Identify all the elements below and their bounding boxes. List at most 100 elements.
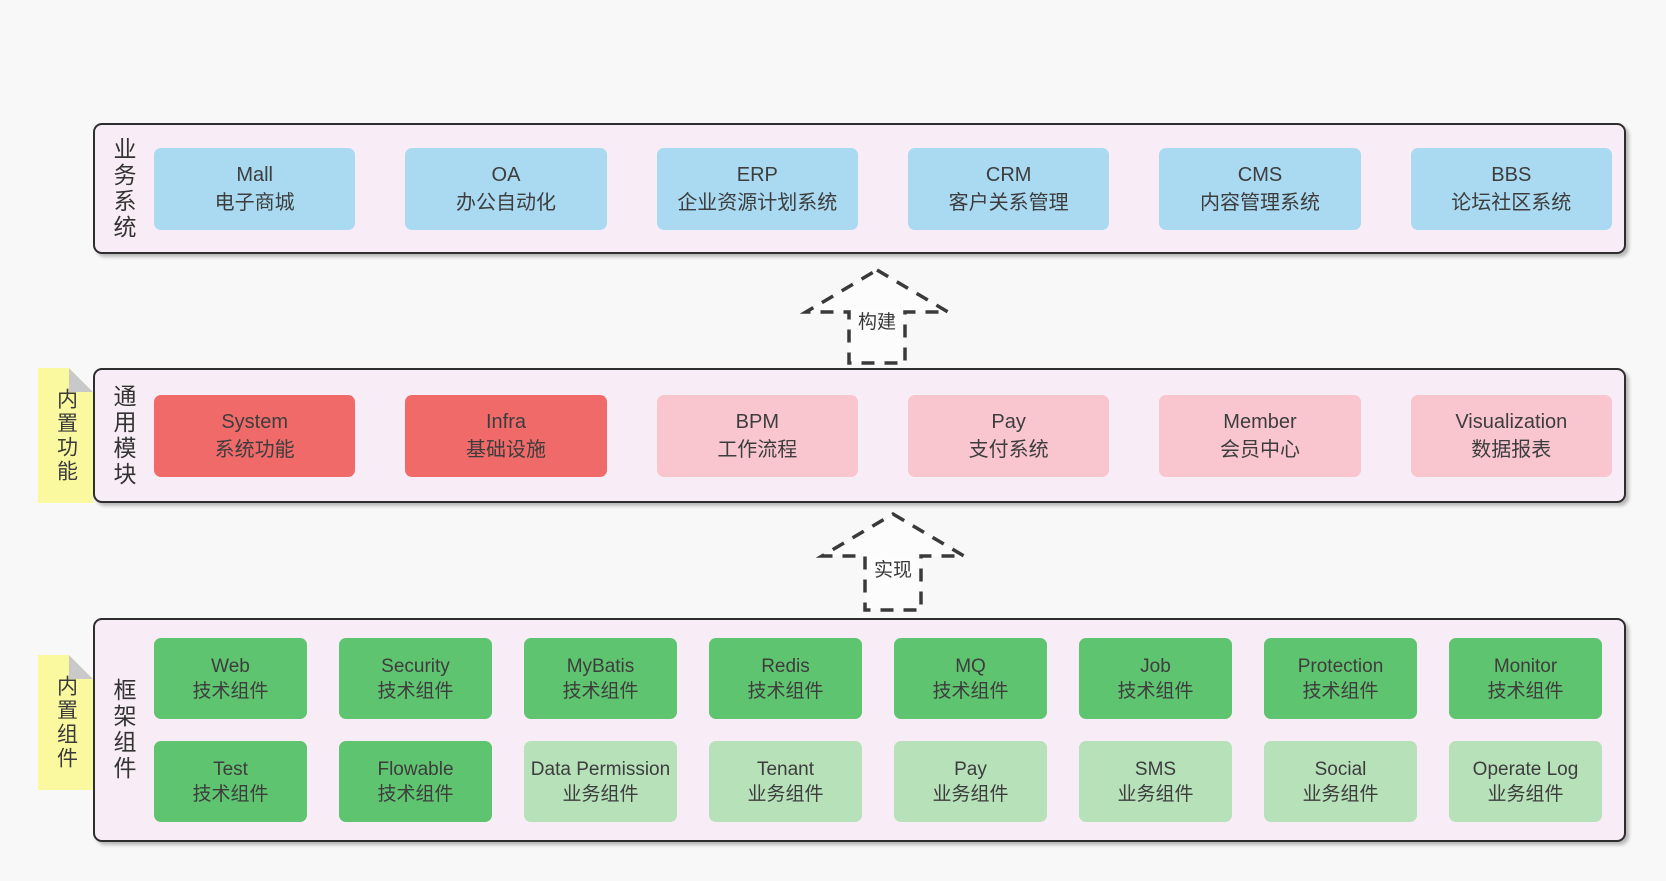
modules-box-row: System 系统功能 Infra 基础设施 BPM 工作流程 Pay 支付系统…: [154, 394, 1612, 477]
component-box: Pay 业务组件: [894, 741, 1047, 822]
component-box: Tenant 业务组件: [709, 741, 862, 822]
component-box: Security 技术组件: [339, 638, 492, 719]
implement-arrow-label: 实现: [870, 555, 916, 582]
box-subtitle: 技术组件: [562, 680, 639, 702]
box-title: Redis: [761, 655, 810, 677]
box-title: MQ: [955, 655, 986, 677]
band-business-systems: 业务系统 Mall 电子商城 OA 办公自动化 ERP 企业资源计划系统 CRM…: [93, 123, 1626, 254]
box-subtitle: 企业资源计划系统: [677, 191, 838, 214]
box-subtitle: 业务组件: [562, 783, 639, 805]
box-subtitle: 技术组件: [192, 680, 269, 702]
component-box: SMS 业务组件: [1079, 741, 1232, 822]
box-subtitle: 技术组件: [377, 680, 454, 702]
component-box: Test 技术组件: [154, 741, 307, 822]
box-title: Protection: [1297, 655, 1384, 677]
box-title: Member: [1223, 410, 1297, 433]
component-box: Social 业务组件: [1264, 741, 1417, 822]
module-box: Member 会员中心: [1159, 394, 1361, 477]
box-subtitle: 论坛社区系统: [1451, 191, 1572, 214]
box-subtitle: 业务组件: [747, 783, 824, 805]
build-arrow-label: 构建: [854, 307, 900, 334]
box-subtitle: 工作流程: [717, 438, 798, 461]
business-system-box: ERP 企业资源计划系统: [656, 147, 858, 230]
box-title: Web: [211, 655, 250, 677]
box-title: CRM: [985, 163, 1032, 186]
module-box: Visualization 数据报表: [1410, 394, 1612, 477]
box-title: Security: [381, 655, 450, 677]
box-subtitle: 业务组件: [1117, 783, 1194, 805]
box-subtitle: 技术组件: [1302, 680, 1379, 702]
box-title: BBS: [1491, 163, 1532, 186]
box-title: Operate Log: [1472, 758, 1579, 780]
implement-arrow: 实现: [813, 506, 973, 614]
build-arrow: 构建: [797, 263, 957, 368]
box-title: SMS: [1134, 758, 1177, 780]
box-subtitle: 客户关系管理: [948, 191, 1069, 214]
box-title: System: [221, 410, 288, 433]
box-title: Mall: [236, 163, 273, 186]
box-title: ERP: [736, 163, 778, 186]
business-rows: Mall 电子商城 OA 办公自动化 ERP 企业资源计划系统 CRM 客户关系…: [154, 125, 1612, 252]
builtin-features-tag-label: 内置功能: [54, 387, 78, 484]
box-title: Test: [213, 758, 248, 780]
band-common-modules: 通用模块 System 系统功能 Infra 基础设施 BPM 工作流程 Pay…: [93, 368, 1626, 503]
components-rows: Web 技术组件 Security 技术组件 MyBatis 技术组件 Redi…: [154, 620, 1612, 840]
business-system-box: BBS 论坛社区系统: [1410, 147, 1612, 230]
folded-corner-icon: [69, 368, 93, 392]
business-box-row: Mall 电子商城 OA 办公自动化 ERP 企业资源计划系统 CRM 客户关系…: [154, 147, 1612, 230]
band-label-framework-components: 框架组件: [110, 678, 136, 782]
component-box: Operate Log 业务组件: [1449, 741, 1602, 822]
box-title: BPM: [735, 410, 779, 433]
builtin-components-tag: 内置组件: [38, 655, 93, 790]
box-subtitle: 技术组件: [1117, 680, 1194, 702]
band-framework-components: 框架组件 Web 技术组件 Security 技术组件 MyBatis 技术组件…: [93, 618, 1626, 842]
box-subtitle: 技术组件: [377, 783, 454, 805]
box-subtitle: 支付系统: [968, 438, 1049, 461]
module-box: Pay 支付系统: [907, 394, 1110, 477]
component-box: Data Permission 业务组件: [524, 741, 677, 822]
builtin-features-tag: 内置功能: [38, 368, 93, 503]
module-box: BPM 工作流程: [656, 394, 858, 477]
component-box: MyBatis 技术组件: [524, 638, 677, 719]
module-box: Infra 基础设施: [405, 394, 607, 477]
business-system-box: Mall 电子商城: [154, 147, 356, 230]
business-system-box: CRM 客户关系管理: [907, 147, 1110, 230]
box-subtitle: 技术组件: [1487, 680, 1564, 702]
box-title: Flowable: [377, 758, 454, 780]
box-title: Data Permission: [530, 758, 671, 780]
component-box: Monitor 技术组件: [1449, 638, 1602, 719]
box-subtitle: 办公自动化: [455, 191, 556, 214]
folded-corner-icon: [69, 655, 93, 679]
box-subtitle: 系统功能: [214, 438, 295, 461]
business-system-box: CMS 内容管理系统: [1159, 147, 1361, 230]
box-title: OA: [491, 163, 521, 186]
box-title: Job: [1140, 655, 1171, 677]
business-system-box: OA 办公自动化: [405, 147, 607, 230]
component-box: Web 技术组件: [154, 638, 307, 719]
box-title: CMS: [1237, 163, 1283, 186]
module-box: System 系统功能: [154, 394, 356, 477]
box-title: Infra: [485, 410, 526, 433]
component-box: Flowable 技术组件: [339, 741, 492, 822]
box-subtitle: 业务组件: [1302, 783, 1379, 805]
box-subtitle: 电子商城: [214, 191, 295, 214]
box-subtitle: 技术组件: [932, 680, 1009, 702]
box-subtitle: 会员中心: [1219, 438, 1300, 461]
box-subtitle: 技术组件: [192, 783, 269, 805]
component-box: Job 技术组件: [1079, 638, 1232, 719]
box-subtitle: 基础设施: [465, 438, 546, 461]
box-title: Visualization: [1455, 410, 1568, 433]
box-title: Pay: [991, 410, 1026, 433]
box-subtitle: 内容管理系统: [1199, 191, 1320, 214]
components-box-row-1: Web 技术组件 Security 技术组件 MyBatis 技术组件 Redi…: [154, 638, 1612, 719]
component-box: MQ 技术组件: [894, 638, 1047, 719]
box-subtitle: 数据报表: [1471, 438, 1552, 461]
components-box-row-2: Test 技术组件 Flowable 技术组件 Data Permission …: [154, 741, 1612, 822]
component-box: Redis 技术组件: [709, 638, 862, 719]
band-label-business-systems: 业务系统: [110, 136, 136, 241]
box-subtitle: 业务组件: [1487, 783, 1564, 805]
box-title: Social: [1314, 758, 1367, 780]
box-title: Monitor: [1493, 655, 1558, 677]
component-box: Protection 技术组件: [1264, 638, 1417, 719]
